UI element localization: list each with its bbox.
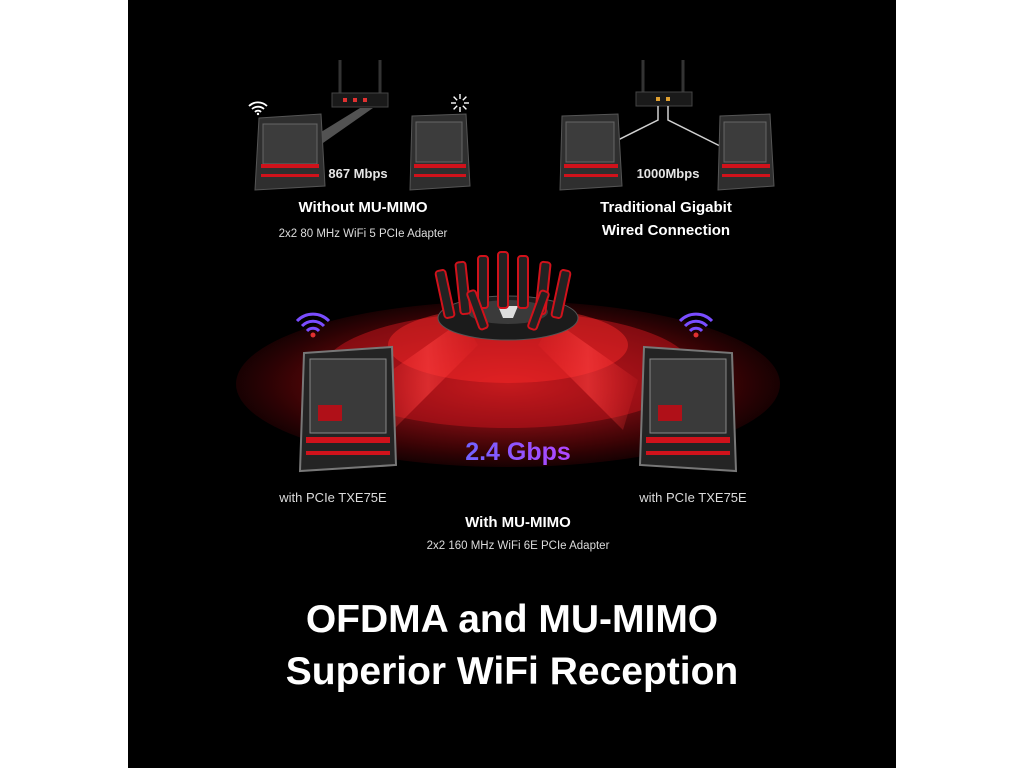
- beam-right: [538, 320, 638, 430]
- headline-line-2: Superior WiFi Reception: [285, 650, 739, 693]
- wifi-icon: [248, 101, 268, 116]
- product-banner: 867 Mbps Without MU-MIMO 2x2 80 MHz WiFi…: [128, 0, 896, 768]
- pc-label: with PCIe TXE75E: [279, 490, 387, 505]
- section-title: Without MU-MIMO: [298, 199, 428, 216]
- pc-tower-icon: [559, 113, 623, 191]
- gaming-router-icon: [434, 251, 579, 341]
- pc-tower-icon: [409, 113, 471, 191]
- pc-tower-icon: [717, 113, 775, 191]
- pc-tower-icon: [254, 113, 326, 191]
- section-subtitle: 2x2 160 MHz WiFi 6E PCIe Adapter: [426, 540, 610, 552]
- wired-router-icon: [597, 60, 729, 151]
- speed-label: 867 Mbps: [328, 166, 388, 181]
- beam-left: [378, 320, 478, 430]
- section-title: With MU-MIMO: [465, 514, 571, 531]
- loading-spinner-icon: [451, 94, 469, 112]
- pc-label: with PCIe TXE75E: [639, 490, 747, 505]
- wifi-icon: [678, 312, 714, 338]
- speed-label-highlight: 2.4 Gbps: [428, 438, 608, 467]
- pc-tower-icon: [298, 345, 398, 473]
- router-icon: [331, 60, 389, 108]
- section-subtitle: 2x2 80 MHz WiFi 5 PCIe Adapter: [278, 228, 448, 240]
- section-title: Traditional Gigabit: [600, 199, 732, 216]
- pc-tower-icon: [638, 345, 738, 473]
- headline-line-1: OFDMA and MU-MIMO: [305, 598, 719, 641]
- wifi-icon: [295, 312, 331, 338]
- speed-label: 1000Mbps: [636, 166, 700, 181]
- section-title: Wired Connection: [601, 222, 731, 239]
